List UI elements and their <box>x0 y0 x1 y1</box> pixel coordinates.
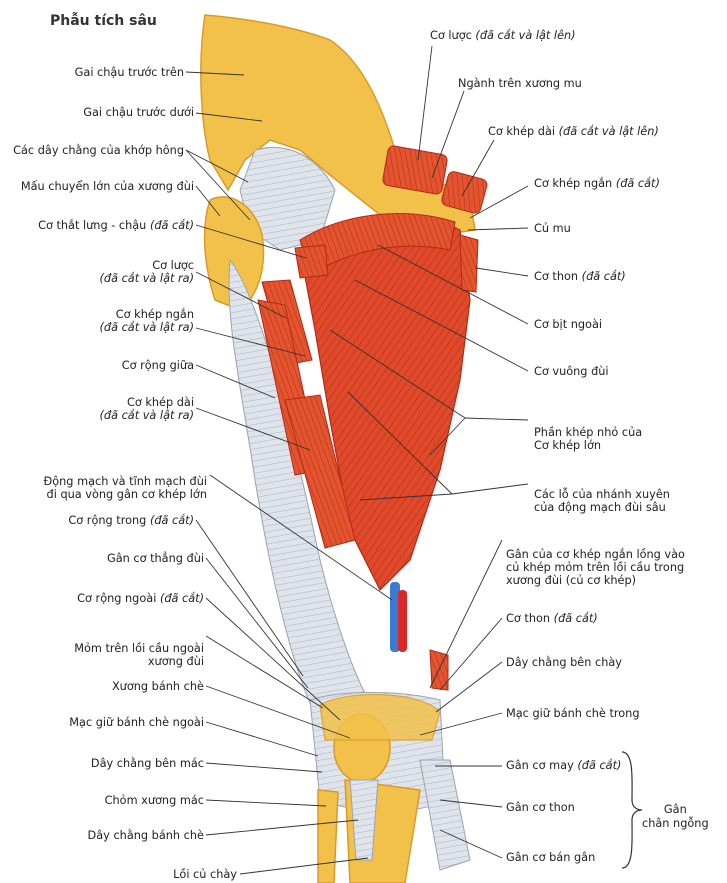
fibula <box>317 789 339 883</box>
label-co-rong-trong: Cơ rộng trong (đã cắt) <box>68 514 194 527</box>
pes-anserinus-tendons <box>419 759 471 871</box>
label-co-khep-ngan-left: Cơ khép ngắn(đã cắt và lật ra) <box>99 308 194 334</box>
label-co-rong-giua: Cơ rộng giữa <box>121 359 194 372</box>
femoral-artery <box>398 590 407 652</box>
label-day-chang-ben-mac: Dây chằng bên mác <box>90 757 204 770</box>
label-xuong-banh-che: Xương bánh chè <box>111 680 204 693</box>
label-loi-cu-chay: Lồi củ chày <box>173 868 237 881</box>
pelvis-bone <box>200 14 476 236</box>
label-co-rong-ngoai: Cơ rộng ngoài (đã cắt) <box>77 592 204 605</box>
label-gan-co-ban-gan: Gân cơ bán gân <box>506 851 596 864</box>
label-co-luoc-right: Cơ lược (đã cắt và lật lên) <box>430 29 576 42</box>
patellar-ligament <box>349 779 379 861</box>
label-co-thon-mid: Cơ thon (đã cắt) <box>506 612 598 625</box>
pectineus-stump <box>382 145 448 195</box>
label-mac-giu-banh-che-ngoai: Mạc giữ bánh chè ngoài <box>69 716 204 729</box>
gracilis-stump-top <box>459 234 479 293</box>
label-gai-chau-truoc-duoi: Gai chậu trước dưới <box>83 106 194 119</box>
label-mau-chuyen-lon: Mấu chuyển lớn của xương đùi <box>20 180 194 193</box>
label-phan-khep-nho: Phần khép nhỏ của Cơ khép lớn <box>534 426 643 452</box>
pes-anserinus-brace <box>621 751 643 869</box>
label-co-khep-dai-left: Cơ khép dài(đã cắt và lật ra) <box>99 396 194 422</box>
label-gan-co-may: Gân cơ may (đã cắt) <box>506 759 622 772</box>
iliopsoas-stump <box>294 244 329 279</box>
femoral-vein <box>390 582 400 652</box>
label-gan-co-khep-ngan-long: Gân của cơ khép ngắn lồng vào củ khép mỏ… <box>506 548 685 587</box>
label-chom-xuong-mac: Chỏm xương mác <box>104 794 204 807</box>
label-co-that-lung-chau: Cơ thắt lưng - chậu (đã cắt) <box>38 219 194 232</box>
label-day-chang-khop-hong: Các dây chằng của khớp hông <box>13 144 184 157</box>
label-gan-co-thang-dui: Gân cơ thẳng đùi <box>106 552 204 565</box>
label-mom-tren-loi-cau-ngoai: Mỏm trên lồi cầu ngoài xương đùi <box>74 642 204 668</box>
label-co-luoc-left: Cơ lược(đã cắt và lật ra) <box>99 259 194 285</box>
label-co-vuong-dui: Cơ vuông đùi <box>534 365 609 378</box>
adductor-longus-reflected <box>284 394 356 549</box>
label-co-bit-ngoai: Cơ bịt ngoài <box>534 318 603 331</box>
label-co-khep-dai-right: Cơ khép dài (đã cắt và lật lên) <box>488 125 659 138</box>
page-title: Phẫu tích sâu <box>50 13 157 29</box>
label-cu-mu: Củ mu <box>534 222 571 235</box>
label-gan-co-thon: Gân cơ thon <box>506 801 575 814</box>
label-co-khep-ngan-right: Cơ khép ngắn (đã cắt) <box>534 177 660 190</box>
obturator-externus-muscle <box>299 213 456 276</box>
label-dong-mach-tinh-mach-dui: Động mạch và tĩnh mạch đùi đi qua vòng g… <box>43 475 207 501</box>
greater-trochanter <box>203 196 265 311</box>
label-day-chang-ben-chay: Dây chằng bên chày <box>506 656 622 669</box>
femoral-condyles <box>319 693 441 741</box>
leader-lines <box>185 45 529 875</box>
label-gan-chan-ngong: Gân chân ngỗng <box>642 803 709 830</box>
label-co-thon-top: Cơ thon (đã cắt) <box>534 270 626 283</box>
label-cac-lo-nhanh-xuyen: Các lỗ của nhánh xuyên của động mạch đùi… <box>534 488 670 514</box>
label-mac-giu-banh-che-trong: Mạc giữ bánh chè trong <box>506 707 640 720</box>
label-gai-chau-truoc-tren: Gai chậu trước trên <box>74 66 184 79</box>
label-nganh-tren-xuong-mu: Ngành trên xương mu <box>458 77 582 90</box>
label-day-chang-banh-che: Dây chằng bánh chè <box>87 829 204 842</box>
